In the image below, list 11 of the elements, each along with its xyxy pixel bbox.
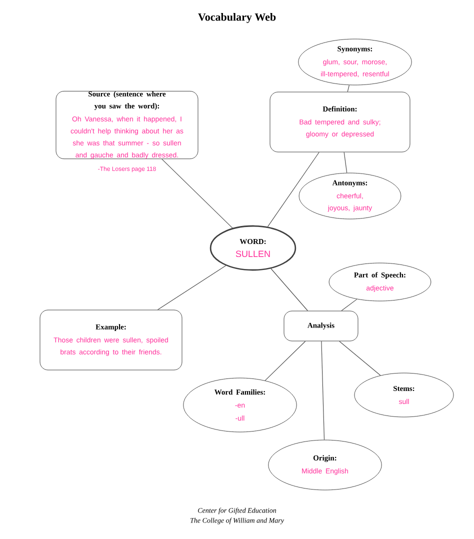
connector-line: [321, 340, 325, 440]
connector-line: [270, 268, 308, 312]
connector-line: [341, 298, 358, 312]
connector-line: [344, 152, 348, 174]
connector-line: [264, 340, 306, 381]
title: Vocabulary Web: [198, 13, 276, 23]
connector-line: [157, 265, 226, 310]
connector-line: [267, 152, 320, 227]
connector-line: [162, 158, 233, 228]
connector-line: [339, 340, 381, 376]
connector-line: [347, 84, 350, 92]
